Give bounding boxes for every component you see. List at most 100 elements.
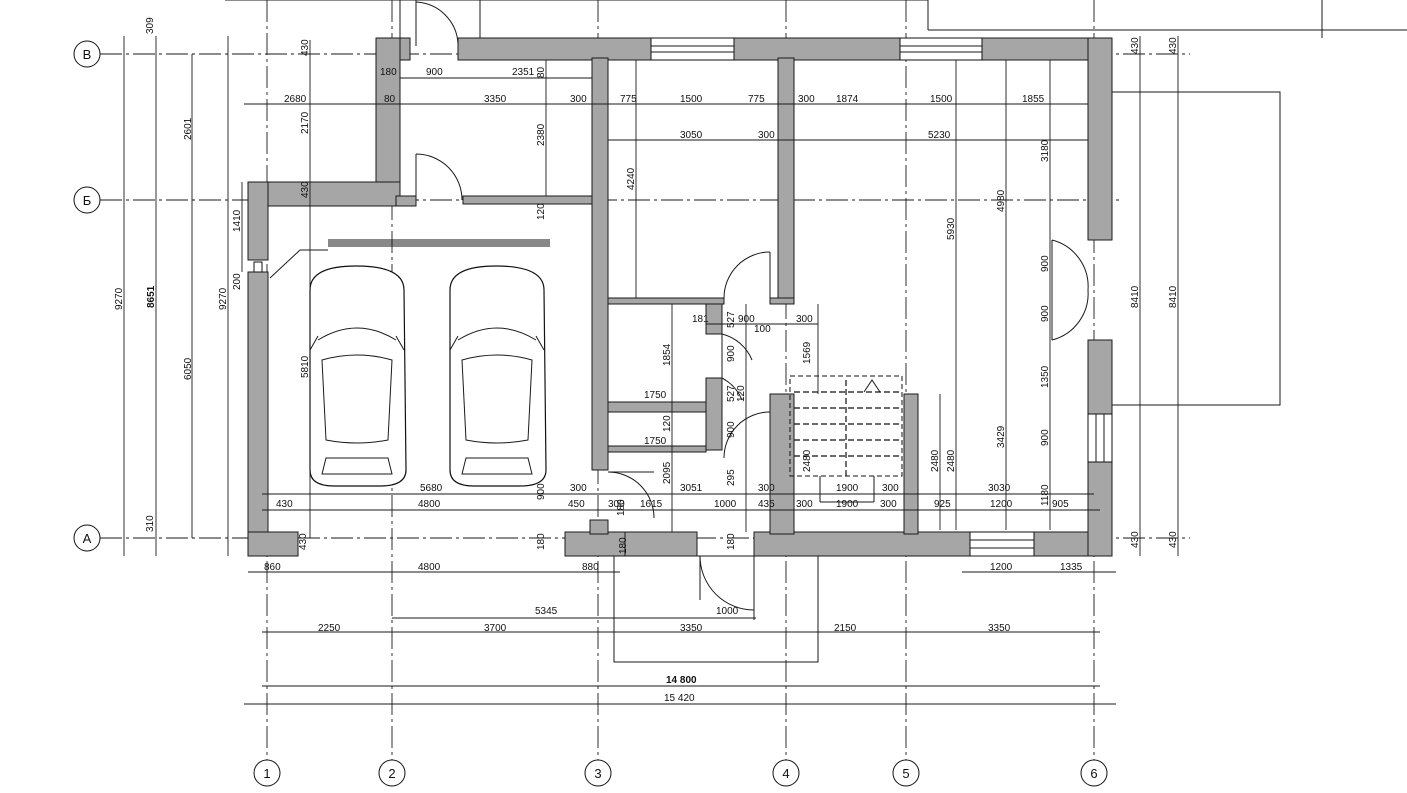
dim-text: 2480 bbox=[930, 449, 941, 472]
axis-label-b: Б bbox=[83, 193, 92, 208]
walls bbox=[247, 37, 1113, 557]
staircase bbox=[789, 375, 903, 503]
dim-text: 1854 bbox=[662, 343, 673, 366]
dim-text: 80 bbox=[536, 66, 547, 78]
dim-text: 3051 bbox=[680, 483, 703, 494]
dim-text: 120 bbox=[536, 203, 547, 220]
dim-text: 3350 bbox=[988, 623, 1011, 634]
dim-text: 9270 bbox=[114, 287, 125, 310]
dim-text: 310 bbox=[145, 515, 156, 532]
axis-label-a: А bbox=[83, 531, 92, 546]
dim-text: 1500 bbox=[930, 94, 953, 105]
dim-text: 1180 bbox=[1040, 484, 1051, 506]
dim-text: 8410 bbox=[1168, 285, 1179, 308]
dim-text: 180 bbox=[380, 67, 397, 78]
dim-text: 2480 bbox=[946, 449, 957, 472]
axis-label-5: 5 bbox=[902, 766, 909, 781]
dim-text: 1000 bbox=[716, 606, 739, 617]
dim-text: 4980 bbox=[996, 189, 1007, 212]
dim-text: 180 bbox=[616, 499, 627, 516]
dimension-texts: 860 4800 880 5345 1000 1200 1335 2250 37… bbox=[114, 17, 1179, 704]
dim-text: 5930 bbox=[946, 217, 957, 240]
dim-text: 1500 bbox=[680, 94, 703, 105]
dim-text: 1900 bbox=[836, 499, 859, 510]
dim-text: 2351 bbox=[512, 67, 535, 78]
garage-rail bbox=[269, 239, 550, 279]
dim-text: 880 bbox=[582, 562, 599, 573]
dim-text: 450 bbox=[568, 499, 585, 510]
dim-text: 1874 bbox=[836, 94, 859, 105]
dim-text: 430 bbox=[300, 181, 311, 198]
dim-text: 900 bbox=[726, 345, 737, 362]
dim-text: 430 bbox=[1168, 531, 1179, 548]
dim-text: 430 bbox=[298, 533, 309, 550]
dim-text: 3350 bbox=[484, 94, 507, 105]
dim-text: 905 bbox=[1052, 499, 1069, 510]
dim-text: 5680 bbox=[420, 483, 443, 494]
dim-text: 430 bbox=[1130, 531, 1141, 548]
dim-text: 527 bbox=[726, 311, 737, 328]
car-right bbox=[449, 265, 547, 487]
dim-text: 2480 bbox=[802, 449, 813, 472]
dim-text: 300 bbox=[796, 314, 813, 325]
dim-text: 1855 bbox=[1022, 94, 1045, 105]
dim-text: 860 bbox=[264, 562, 281, 573]
dim-text: 1615 bbox=[640, 499, 663, 510]
axis-label-3: 3 bbox=[594, 766, 601, 781]
dim-text: 295 bbox=[726, 469, 737, 486]
axis-label-v: В bbox=[83, 47, 92, 62]
dim-text: 2601 bbox=[183, 117, 194, 140]
dim-text: 300 bbox=[798, 94, 815, 105]
dim-text: 430 bbox=[300, 39, 311, 56]
axis-label-2: 2 bbox=[388, 766, 395, 781]
dim-text: 527 bbox=[726, 385, 737, 402]
dim-text: 309 bbox=[145, 17, 156, 34]
dim-text: 900 bbox=[426, 67, 443, 78]
axis-label-4: 4 bbox=[782, 766, 789, 781]
dim-text: 200 bbox=[232, 273, 243, 290]
dim-text: 80 bbox=[384, 94, 396, 105]
dim-text: 3700 bbox=[484, 623, 507, 634]
dim-text: 3030 bbox=[988, 483, 1011, 494]
dim-text: 8410 bbox=[1130, 285, 1141, 308]
dim-text: 2150 bbox=[834, 623, 857, 634]
outer-contours bbox=[225, 0, 1407, 663]
dim-text: 900 bbox=[1040, 255, 1051, 272]
dim-text: 900 bbox=[726, 421, 737, 438]
dim-text: 180 bbox=[536, 533, 547, 550]
dim-text: 120 bbox=[736, 385, 747, 402]
dim-text: 1000 bbox=[714, 499, 737, 510]
dim-text: 4240 bbox=[626, 167, 637, 190]
dim-text: 1750 bbox=[644, 436, 667, 447]
dim-text: 900 bbox=[1040, 429, 1051, 446]
dim-text: 2170 bbox=[300, 111, 311, 134]
dim-text: 430 bbox=[1130, 37, 1141, 54]
dim-text: 430 bbox=[1168, 37, 1179, 54]
dim-text: 5345 bbox=[535, 606, 558, 617]
dim-text: 300 bbox=[882, 483, 899, 494]
dim-text: 300 bbox=[608, 499, 625, 510]
dim-text: 775 bbox=[748, 94, 765, 105]
dim-text: 3350 bbox=[680, 623, 703, 634]
dim-text: 925 bbox=[934, 499, 951, 510]
dimension-lines bbox=[123, 36, 1179, 705]
dim-text: 900 bbox=[738, 314, 755, 325]
dim-text: 1200 bbox=[990, 562, 1013, 573]
dim-text: 300 bbox=[570, 483, 587, 494]
dim-text: 300 bbox=[570, 94, 587, 105]
dim-text: 1900 bbox=[836, 483, 859, 494]
dim-text: 100 bbox=[754, 324, 771, 335]
dim-text: 300 bbox=[758, 130, 775, 141]
dim-text: 4800 bbox=[418, 562, 441, 573]
dim-text: 2095 bbox=[662, 461, 673, 484]
doors bbox=[415, 0, 1089, 620]
dim-text: 2250 bbox=[318, 623, 341, 634]
axis-bubbles: В Б А 1 2 3 4 5 6 bbox=[73, 40, 1108, 787]
dim-text: 1335 bbox=[1060, 562, 1083, 573]
dim-text-overall-axes: 14 800 bbox=[666, 675, 697, 686]
dim-text-overall-total: 15 420 bbox=[664, 693, 695, 704]
dim-text: 775 bbox=[620, 94, 637, 105]
dim-text: 120 bbox=[662, 415, 673, 432]
dim-text: 3050 bbox=[680, 130, 703, 141]
dim-text: 430 bbox=[276, 499, 293, 510]
